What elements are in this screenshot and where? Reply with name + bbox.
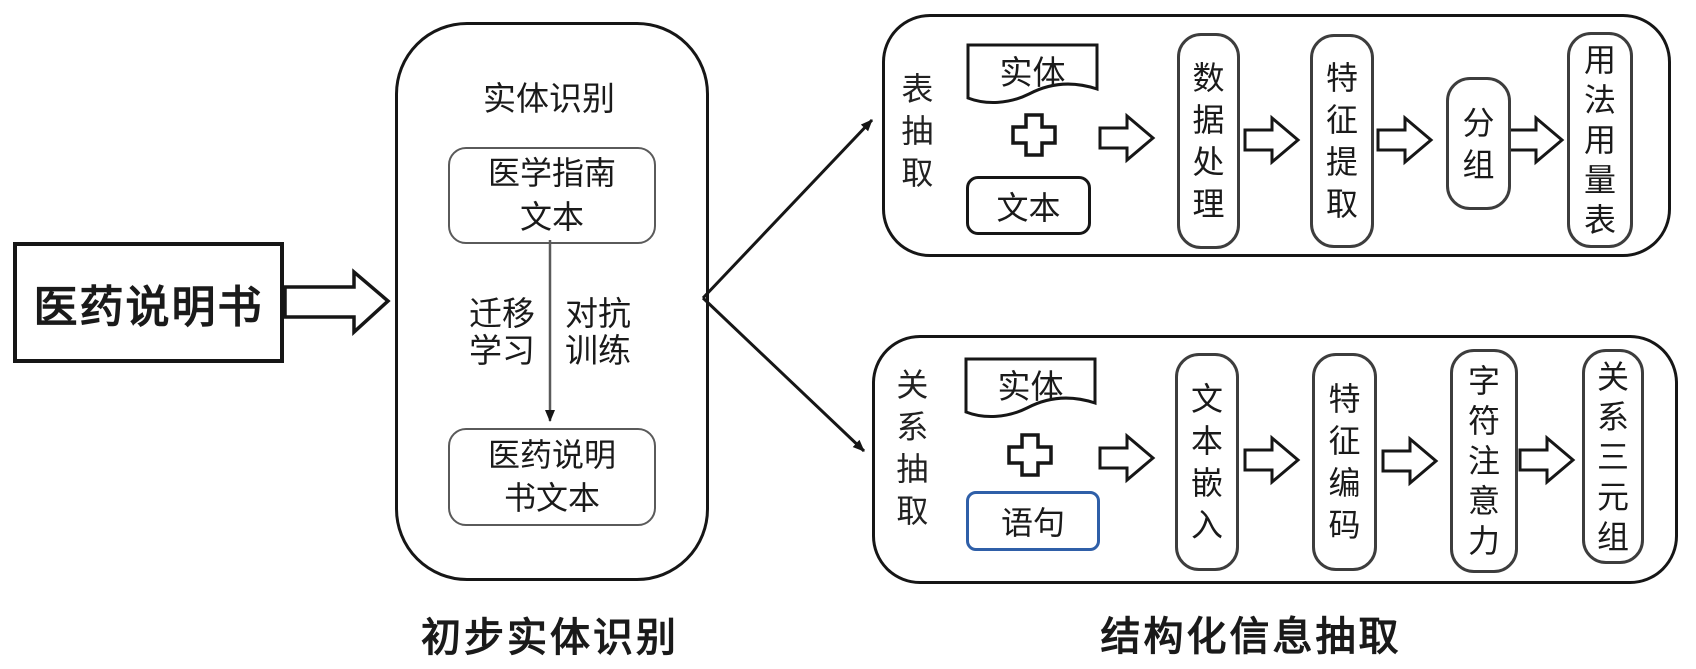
- branch-arrow-to-relation-extraction: [701, 296, 866, 453]
- step-relation-triple: 关系三元组: [1582, 349, 1644, 564]
- step-feature-extraction: 特征提取: [1310, 34, 1374, 248]
- step-text-embedding: 文本嵌入: [1175, 353, 1239, 571]
- entity-doc-label-bottom: 实体: [997, 370, 1064, 406]
- step-grouping: 分组: [1446, 77, 1511, 210]
- flow-arrow-icon: [1518, 434, 1576, 486]
- source-box: 医药说明书: [13, 242, 284, 363]
- left-caption: 初步实体识别: [421, 615, 679, 660]
- flow-arrow-icon: [1243, 434, 1301, 486]
- plus-icon-bottom: [1007, 433, 1053, 477]
- step-usage-dosage-table: 用法用量表: [1567, 32, 1633, 248]
- medical-guideline-text-box: 医学指南 文本: [448, 147, 656, 244]
- sentence-input-box: 语句: [966, 491, 1100, 551]
- table-extraction-group: [882, 14, 1671, 257]
- relation-extraction-side-label: 关系抽取: [896, 367, 929, 529]
- step-feature-encoding: 特征编码: [1312, 353, 1377, 571]
- flow-arrow-icon: [1098, 432, 1156, 484]
- ner-group-title: 实体识别: [483, 82, 615, 118]
- entity-document-shape-top: [966, 43, 1099, 105]
- flow-arrow-icon: [1381, 435, 1439, 487]
- branch-arrow-to-table-extraction: [701, 118, 874, 300]
- transfer-learning-label: 迁移 学习: [469, 297, 535, 370]
- step-data-processing: 数据处理: [1177, 33, 1240, 249]
- preliminary-ner-group: [395, 22, 709, 581]
- flow-arrow-icon: [1243, 114, 1301, 166]
- drug-instruction-text-box: 医药说明 书文本: [448, 428, 656, 526]
- right-caption: 结构化信息抽取: [1100, 614, 1402, 659]
- entity-document-shape-bottom: [964, 357, 1097, 419]
- flow-arrow-icon: [1376, 114, 1434, 166]
- flow-arrow-icon: [1098, 112, 1156, 164]
- adversarial-training-label: 对抗 训练: [565, 297, 631, 370]
- entity-doc-label-top: 实体: [999, 56, 1066, 92]
- table-extraction-side-label: 表抽取: [901, 71, 934, 191]
- plus-icon-top: [1011, 113, 1057, 157]
- source-box-label: 医药说明书: [33, 282, 264, 332]
- entry-block-arrow-icon: [283, 268, 391, 336]
- flow-arrow-icon: [1507, 114, 1565, 166]
- text-input-box: 文本: [966, 176, 1091, 235]
- relation-extraction-group: [872, 335, 1678, 584]
- step-character-attention: 字符注意力: [1450, 349, 1518, 573]
